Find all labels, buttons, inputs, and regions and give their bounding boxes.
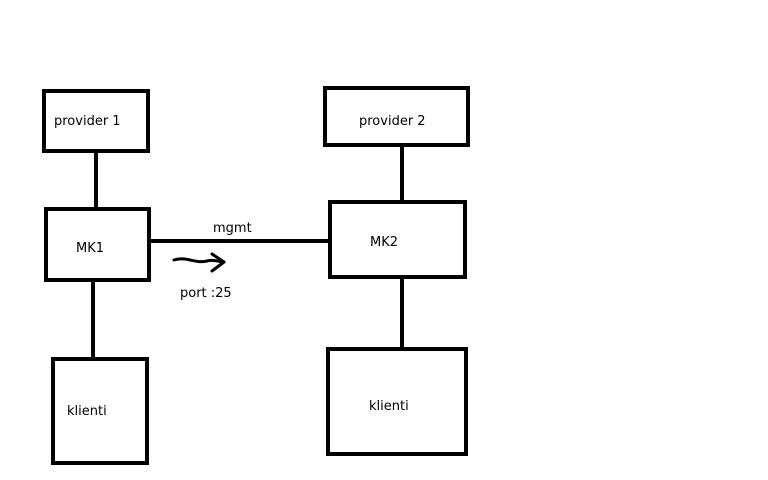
provider1-box: provider 1 — [42, 89, 150, 153]
mk2-box: MK2 — [328, 200, 467, 279]
mk1-label: MK1 — [76, 241, 104, 256]
klienti1-label: klienti — [67, 404, 107, 419]
klienti2-label: klienti — [369, 399, 409, 414]
traffic-arrow-icon — [172, 252, 226, 273]
mk2-label: MK2 — [370, 235, 398, 250]
provider1-label: provider 1 — [54, 114, 121, 129]
provider2-label: provider 2 — [359, 114, 426, 129]
port-label: port :25 — [180, 286, 232, 301]
klienti1-box: klienti — [51, 357, 149, 465]
mgmt-link-label: mgmt — [213, 221, 252, 236]
klienti2-box: klienti — [326, 347, 468, 456]
mk1-box: MK1 — [44, 207, 151, 282]
provider2-box: provider 2 — [323, 86, 470, 147]
